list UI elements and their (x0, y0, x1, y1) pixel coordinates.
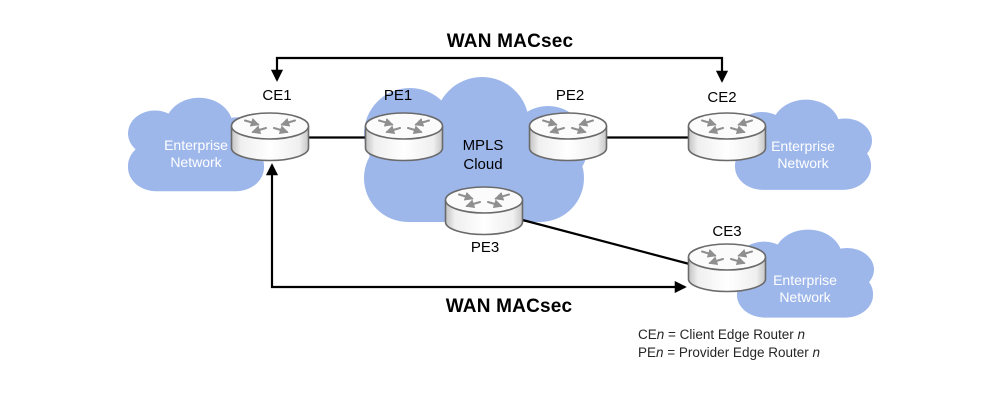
router-label-pe2: PE2 (555, 87, 585, 104)
enterprise-cloud-left-label: Enterprise Network (164, 137, 228, 170)
legend: CEn = Client Edge Router n PEn = Provide… (638, 326, 820, 361)
link-pe3-ce3 (514, 216, 698, 268)
router-label-pe1: PE1 (383, 87, 413, 104)
mpls-cloud-label: MPLS Cloud (462, 137, 504, 173)
links-layer (265, 56, 729, 294)
enterprise-cloud-right-top-label: Enterprise Network (771, 138, 835, 171)
router-label-ce1: CE1 (262, 87, 292, 104)
wan-macsec-bottom-arrow (265, 163, 687, 294)
wan-macsec-top-label: WAN MACsec (446, 31, 574, 52)
wan-macsec-bottom-label: WAN MACsec (445, 296, 573, 317)
router-pe3-icon (446, 187, 523, 234)
router-label-ce2: CE2 (707, 89, 737, 106)
legend-line-pe: PEn = Provider Edge Router n (638, 344, 821, 360)
legend-line-ce: CEn = Client Edge Router n (638, 327, 805, 342)
wan-macsec-top-arrow (270, 56, 729, 83)
enterprise-cloud-right-bottom-label: Enterprise Network (773, 272, 837, 305)
router-label-ce3: CE3 (712, 223, 742, 240)
router-label-pe3: PE3 (470, 239, 500, 256)
